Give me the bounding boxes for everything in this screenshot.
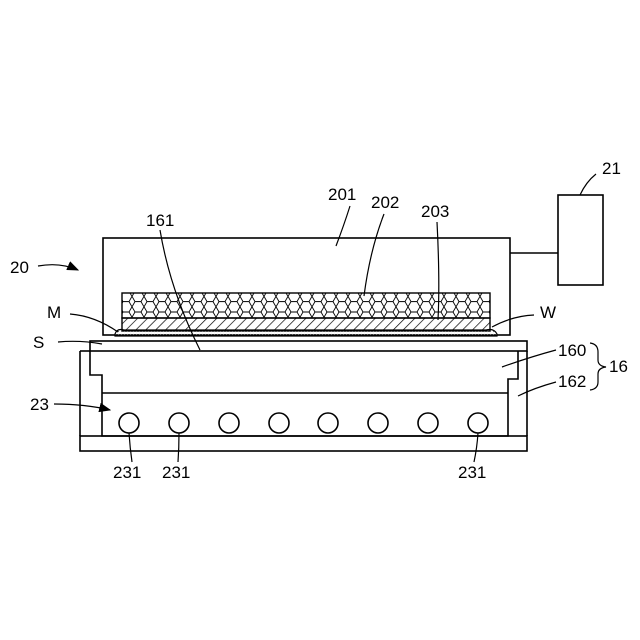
label-231-c: 231 xyxy=(458,463,486,482)
label-21: 21 xyxy=(602,159,621,178)
medium-layer-m xyxy=(115,330,497,337)
leader-202 xyxy=(364,214,384,296)
leader-231-c xyxy=(474,433,478,462)
brace-16 xyxy=(590,343,606,390)
leader-231-a xyxy=(129,433,132,462)
label-203: 203 xyxy=(421,202,449,221)
label-20: 20 xyxy=(10,258,29,277)
label-w: W xyxy=(540,303,556,322)
leader-w xyxy=(492,315,534,327)
heater-231 xyxy=(418,413,438,433)
work-layer-w xyxy=(122,318,490,331)
label-201: 201 xyxy=(328,185,356,204)
heater-231 xyxy=(318,413,338,433)
substrate-s xyxy=(90,341,527,351)
leader-162 xyxy=(518,382,556,396)
label-s: S xyxy=(33,333,44,352)
label-231-b: 231 xyxy=(162,463,190,482)
heater-array-23 xyxy=(119,413,488,433)
base-plate xyxy=(80,436,527,451)
label-m: M xyxy=(47,303,61,322)
label-16: 16 xyxy=(609,357,628,376)
heater-231 xyxy=(219,413,239,433)
heater-231 xyxy=(269,413,289,433)
label-23: 23 xyxy=(30,395,49,414)
leader-201 xyxy=(336,206,350,246)
label-161: 161 xyxy=(146,211,174,230)
label-231-a: 231 xyxy=(113,463,141,482)
controller-box-21 xyxy=(558,195,603,285)
heater-231 xyxy=(169,413,189,433)
leader-231-b xyxy=(178,433,179,462)
label-202: 202 xyxy=(371,193,399,212)
leader-160 xyxy=(502,350,556,367)
leader-21 xyxy=(580,174,596,195)
heater-231 xyxy=(468,413,488,433)
leader-m xyxy=(70,314,118,332)
leader-20 xyxy=(38,265,78,270)
heater-231 xyxy=(119,413,139,433)
heater-231 xyxy=(368,413,388,433)
label-162: 162 xyxy=(558,372,586,391)
label-160: 160 xyxy=(558,341,586,360)
